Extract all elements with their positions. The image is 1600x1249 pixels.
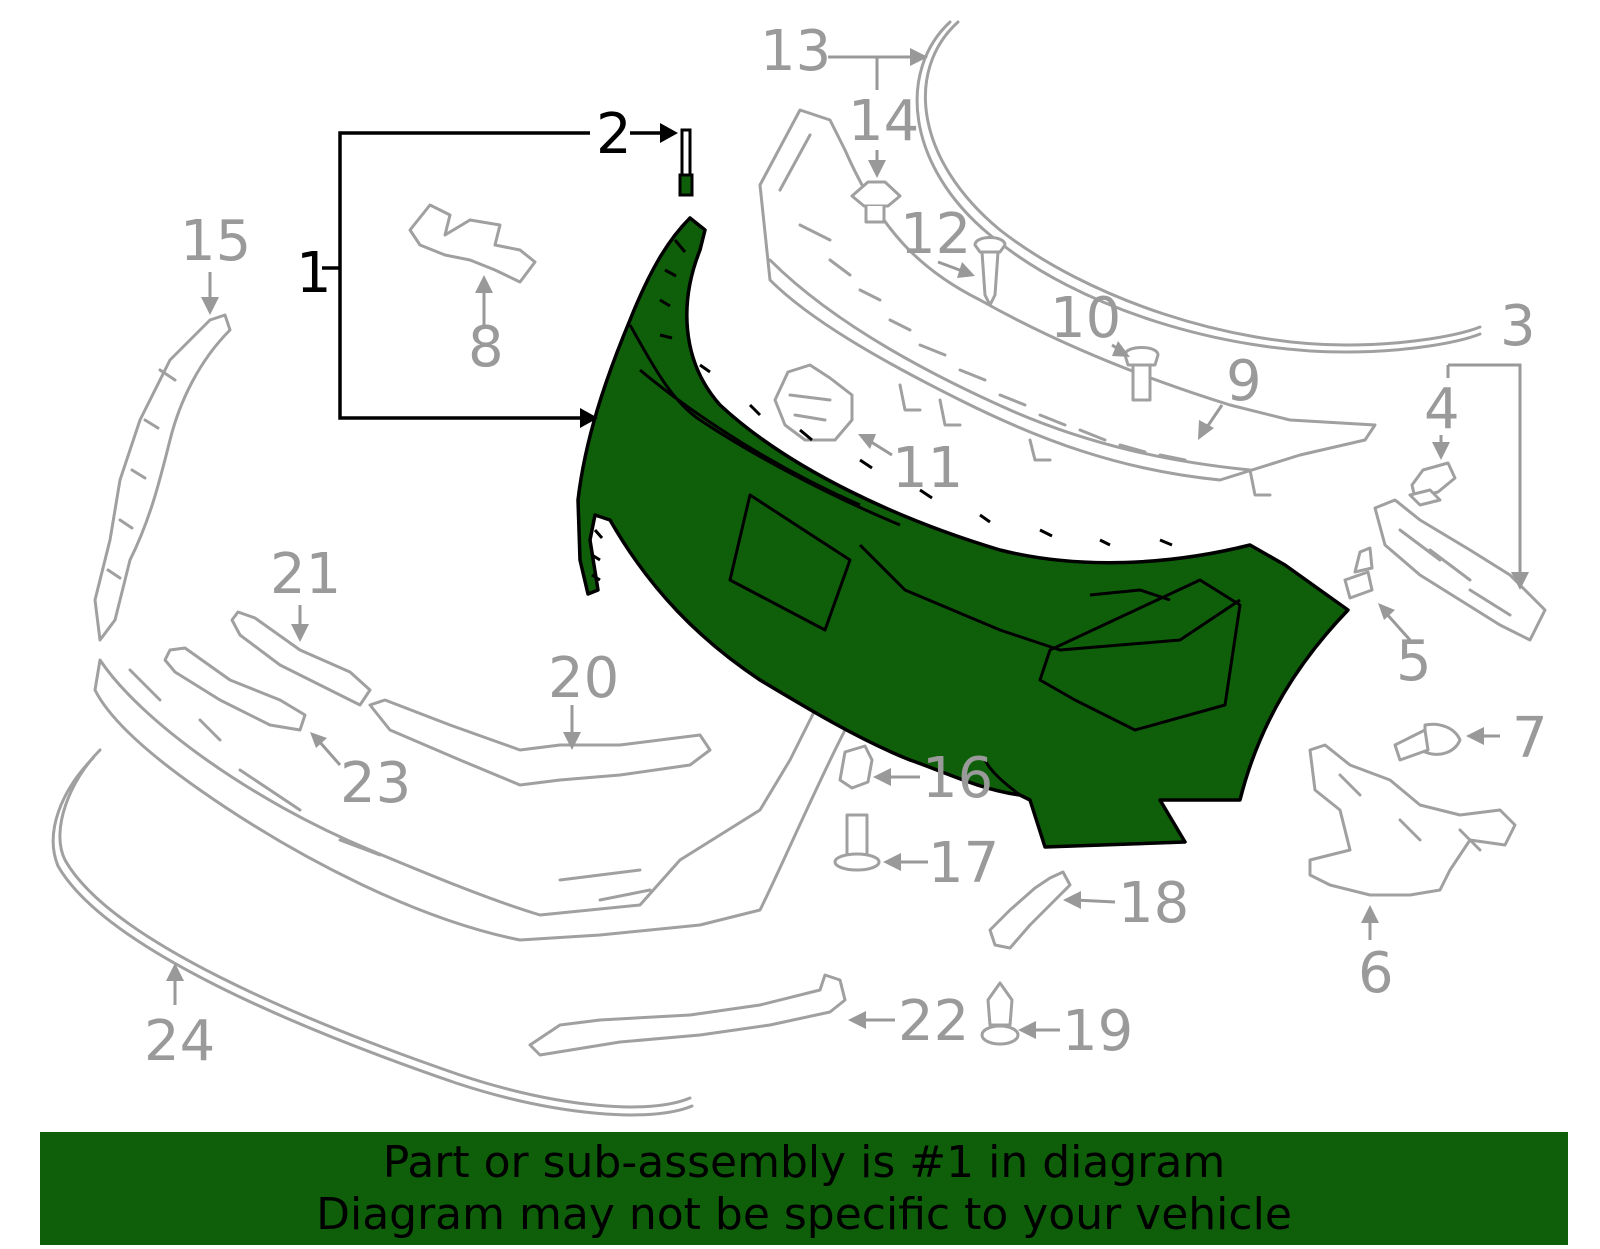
info-banner-line-1: Part or sub-assembly is #1 in diagram xyxy=(382,1136,1226,1188)
callout-9[interactable]: 9 xyxy=(1226,349,1262,414)
callout-11[interactable]: 11 xyxy=(892,436,963,501)
callout-23[interactable]: 23 xyxy=(340,751,411,816)
callout-14[interactable]: 14 xyxy=(848,89,919,154)
callout-17[interactable]: 17 xyxy=(928,831,999,896)
part-5-screw-icon[interactable] xyxy=(1343,546,1374,600)
part-12-screw-icon[interactable] xyxy=(973,236,1007,307)
leader-lines xyxy=(166,48,1529,1039)
part-22-chrome-trim[interactable] xyxy=(528,973,847,1057)
part-19-screw-icon[interactable] xyxy=(980,981,1020,1046)
part-13-upper-trim[interactable] xyxy=(923,20,1482,347)
callout-15[interactable]: 15 xyxy=(180,209,251,274)
part-2-bolt-tip xyxy=(678,173,694,197)
callout-20[interactable]: 20 xyxy=(548,646,619,711)
callout-10[interactable]: 10 xyxy=(1050,286,1121,351)
part-11-bracket-icon[interactable] xyxy=(773,363,854,442)
part-24-lower-molding-inner xyxy=(51,756,694,1117)
callout-16[interactable]: 16 xyxy=(922,746,993,811)
part-7-fastener-icon[interactable] xyxy=(1393,722,1462,762)
part-3-side-bracket[interactable] xyxy=(1373,498,1547,642)
callout-21[interactable]: 21 xyxy=(270,542,341,607)
part-10-bolt-icon[interactable] xyxy=(1123,346,1160,402)
callout-12[interactable]: 12 xyxy=(900,202,971,267)
callout-22[interactable]: 22 xyxy=(898,989,969,1054)
part-17-stud-icon[interactable] xyxy=(833,813,881,872)
callout-3[interactable]: 3 xyxy=(1500,294,1536,359)
part-13-upper-trim-inner xyxy=(915,20,1482,354)
callout-19[interactable]: 19 xyxy=(1062,999,1133,1064)
callout-numbers: 1 2 3 4 5 6 7 8 9 10 11 12 13 14 15 16 1… xyxy=(144,19,1548,1074)
callout-1[interactable]: 1 xyxy=(296,241,332,306)
part-18-clip-icon[interactable] xyxy=(988,870,1072,950)
part-16-clip-icon[interactable] xyxy=(838,744,874,790)
part-9-energy-absorber[interactable] xyxy=(758,108,1377,497)
part-1-bumper-cover[interactable] xyxy=(576,216,1350,849)
callout-13[interactable]: 13 xyxy=(760,19,831,84)
callout-2[interactable]: 2 xyxy=(596,102,632,167)
part-24-lower-molding[interactable] xyxy=(58,748,692,1109)
part-23-trim-strip[interactable] xyxy=(163,646,307,732)
callout-4[interactable]: 4 xyxy=(1424,377,1460,442)
callout-18[interactable]: 18 xyxy=(1118,871,1189,936)
callout-7[interactable]: 7 xyxy=(1512,706,1548,771)
part-8-emblem-icon[interactable] xyxy=(408,203,537,284)
callout-24[interactable]: 24 xyxy=(144,1009,215,1074)
part-6-lower-bracket[interactable] xyxy=(1308,743,1517,897)
part-14-clip-icon[interactable] xyxy=(850,180,902,224)
part-20-lower-trim[interactable] xyxy=(368,698,712,787)
callout-8[interactable]: 8 xyxy=(468,315,504,380)
callout-6[interactable]: 6 xyxy=(1358,941,1394,1006)
info-banner-line-2: Diagram may not be specific to your vehi… xyxy=(316,1188,1292,1240)
part-4-push-pin-icon[interactable] xyxy=(1408,461,1457,507)
part-21-grille-strip[interactable] xyxy=(230,610,372,707)
info-banner: Part or sub-assembly is #1 in diagram Di… xyxy=(40,1132,1568,1245)
part-15-side-bracket[interactable] xyxy=(93,313,232,642)
callout-5[interactable]: 5 xyxy=(1396,629,1432,694)
lower-bumper-valance[interactable] xyxy=(93,658,862,942)
parts-diagram: 1 2 3 4 5 6 7 8 9 10 11 12 13 14 15 16 1… xyxy=(51,19,1548,1117)
part-2-bolt-icon[interactable] xyxy=(678,128,694,197)
